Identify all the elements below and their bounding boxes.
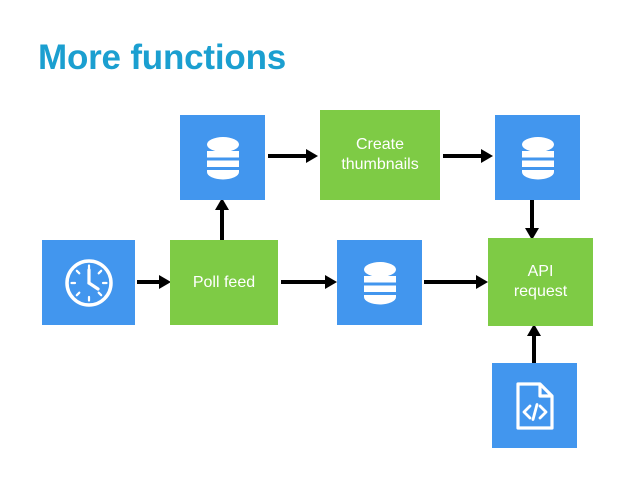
node-create-thumbnails[interactable]: Create thumbnails bbox=[320, 110, 440, 200]
page-title: More functions bbox=[38, 38, 287, 77]
node-code-document[interactable] bbox=[492, 363, 577, 448]
node-label-api-request: API request bbox=[513, 263, 568, 300]
edge-timer-to-pollfeed bbox=[137, 275, 171, 289]
edge-pollfeed-to-storagefeed bbox=[281, 275, 337, 289]
database-icon bbox=[495, 115, 580, 200]
edge-storagethumbs-to-api bbox=[525, 198, 539, 240]
node-label-create-thumbnails: Create thumbnails bbox=[341, 136, 419, 173]
node-label-poll-feed: Poll feed bbox=[192, 273, 256, 291]
code-document-icon bbox=[492, 363, 577, 448]
edge-storagefeed-to-api bbox=[424, 275, 488, 289]
node-poll-feed[interactable]: Poll feed bbox=[170, 240, 278, 325]
database-icon bbox=[180, 115, 265, 200]
node-api-request[interactable]: API request bbox=[488, 238, 593, 326]
edge-codedoc-to-api bbox=[527, 324, 541, 365]
edge-pollfeed-to-storagesource bbox=[215, 198, 229, 242]
edge-thumbnails-to-storage bbox=[443, 149, 493, 163]
node-storage-thumbnails[interactable] bbox=[495, 115, 580, 200]
node-storage-feed[interactable] bbox=[337, 240, 422, 325]
edge-storage-to-thumbnails bbox=[268, 149, 318, 163]
node-timer[interactable] bbox=[42, 240, 135, 325]
database-icon bbox=[337, 240, 422, 325]
clock-icon bbox=[42, 240, 135, 325]
node-storage-source[interactable] bbox=[180, 115, 265, 200]
